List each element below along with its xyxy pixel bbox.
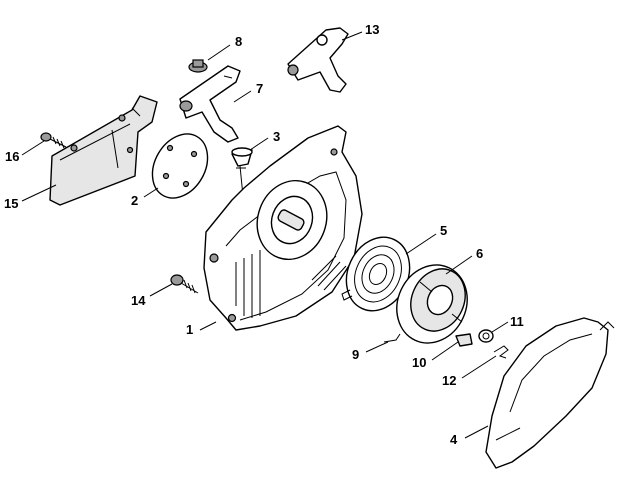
callout-15: 15 (4, 196, 18, 211)
callout-5: 5 (440, 223, 447, 238)
callout-16: 16 (5, 149, 19, 164)
callout-10: 10 (412, 355, 426, 370)
leader-lines (21, 31, 509, 439)
callout-6: 6 (476, 246, 483, 261)
part-starter-grip (179, 65, 241, 143)
callout-3: 3 (273, 129, 280, 144)
part-screw-14 (170, 274, 199, 294)
callout-11: 11 (510, 314, 524, 329)
callout-labels: 1 2 3 4 5 6 7 8 9 10 11 12 13 14 15 16 (4, 22, 524, 447)
part-shroud (485, 317, 615, 469)
callout-2: 2 (131, 193, 138, 208)
part-spring-clip (493, 345, 509, 359)
callout-4: 4 (450, 432, 458, 447)
callout-8: 8 (235, 34, 242, 49)
callout-14: 14 (131, 293, 146, 308)
callout-1: 1 (186, 322, 193, 337)
callout-9: 9 (352, 347, 359, 362)
part-screw-16 (40, 132, 67, 149)
part-rope-bushing (231, 147, 253, 197)
part-plug (188, 59, 208, 73)
part-fan-housing (203, 125, 363, 331)
part-alt-grip (287, 27, 349, 93)
callout-13: 13 (365, 22, 379, 37)
part-cover-disc (151, 133, 209, 199)
callout-7: 7 (256, 81, 263, 96)
part-pawl (455, 333, 473, 347)
part-rewind-spring (341, 236, 411, 312)
part-rope-rotor (383, 264, 468, 344)
part-washer (478, 329, 494, 343)
part-side-plate (49, 95, 158, 206)
callout-12: 12 (442, 373, 456, 388)
